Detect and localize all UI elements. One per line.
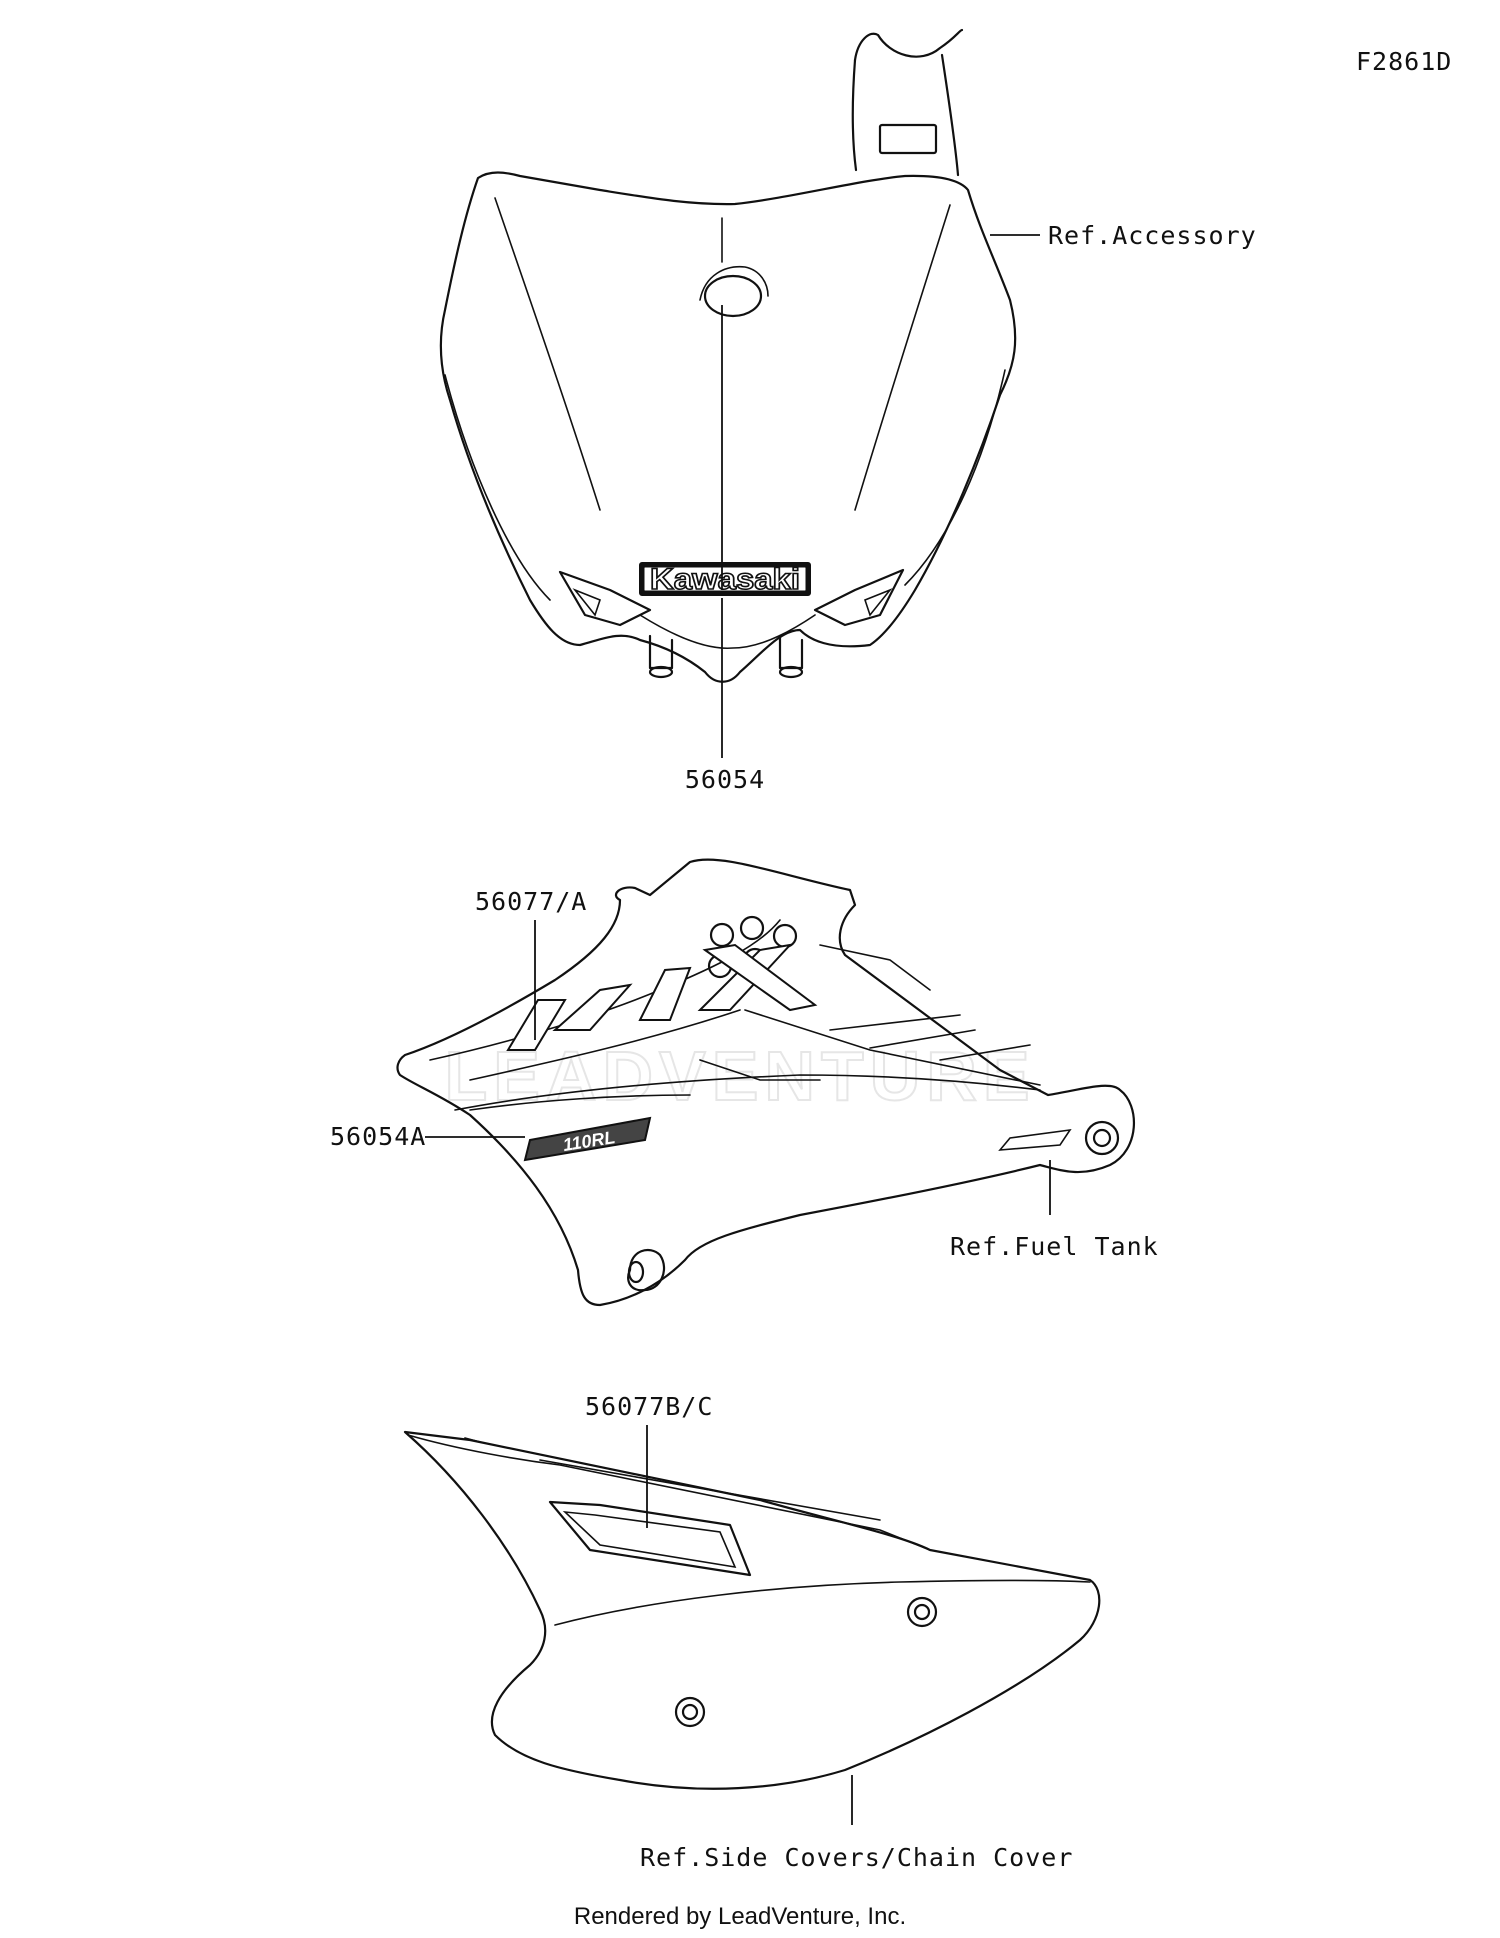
shroud-drawing: 110RL	[396, 858, 1136, 1307]
credit-text: Rendered by LeadVenture, Inc.	[574, 1903, 906, 1930]
ref-side-covers-label[interactable]: Ref.Side Covers/Chain Cover	[640, 1843, 1073, 1872]
part-56077bc-label[interactable]: 56077B/C	[585, 1392, 713, 1421]
number-plate-drawing: Kawasaki	[439, 28, 1017, 683]
ref-accessory-label[interactable]: Ref.Accessory	[1048, 221, 1257, 250]
klx-decal	[506, 943, 818, 1051]
part-56054-label[interactable]: 56054	[685, 765, 765, 794]
ref-fuel-tank-label[interactable]: Ref.Fuel Tank	[950, 1232, 1159, 1261]
110rl-decal	[523, 1116, 652, 1162]
part-56077a-label[interactable]: 56077/A	[475, 887, 587, 916]
110rl-decal-text: 110RL	[561, 1127, 616, 1155]
diagram-id: F2861D	[1356, 47, 1452, 76]
side-cover-drawing	[403, 1430, 1101, 1790]
part-56054a-label[interactable]: 56054A	[330, 1122, 426, 1151]
kawasaki-decal-text: Kawasaki	[650, 563, 800, 596]
watermark-text: LEADVENTURE	[444, 1037, 1035, 1115]
side-cover-decal	[548, 1500, 752, 1577]
